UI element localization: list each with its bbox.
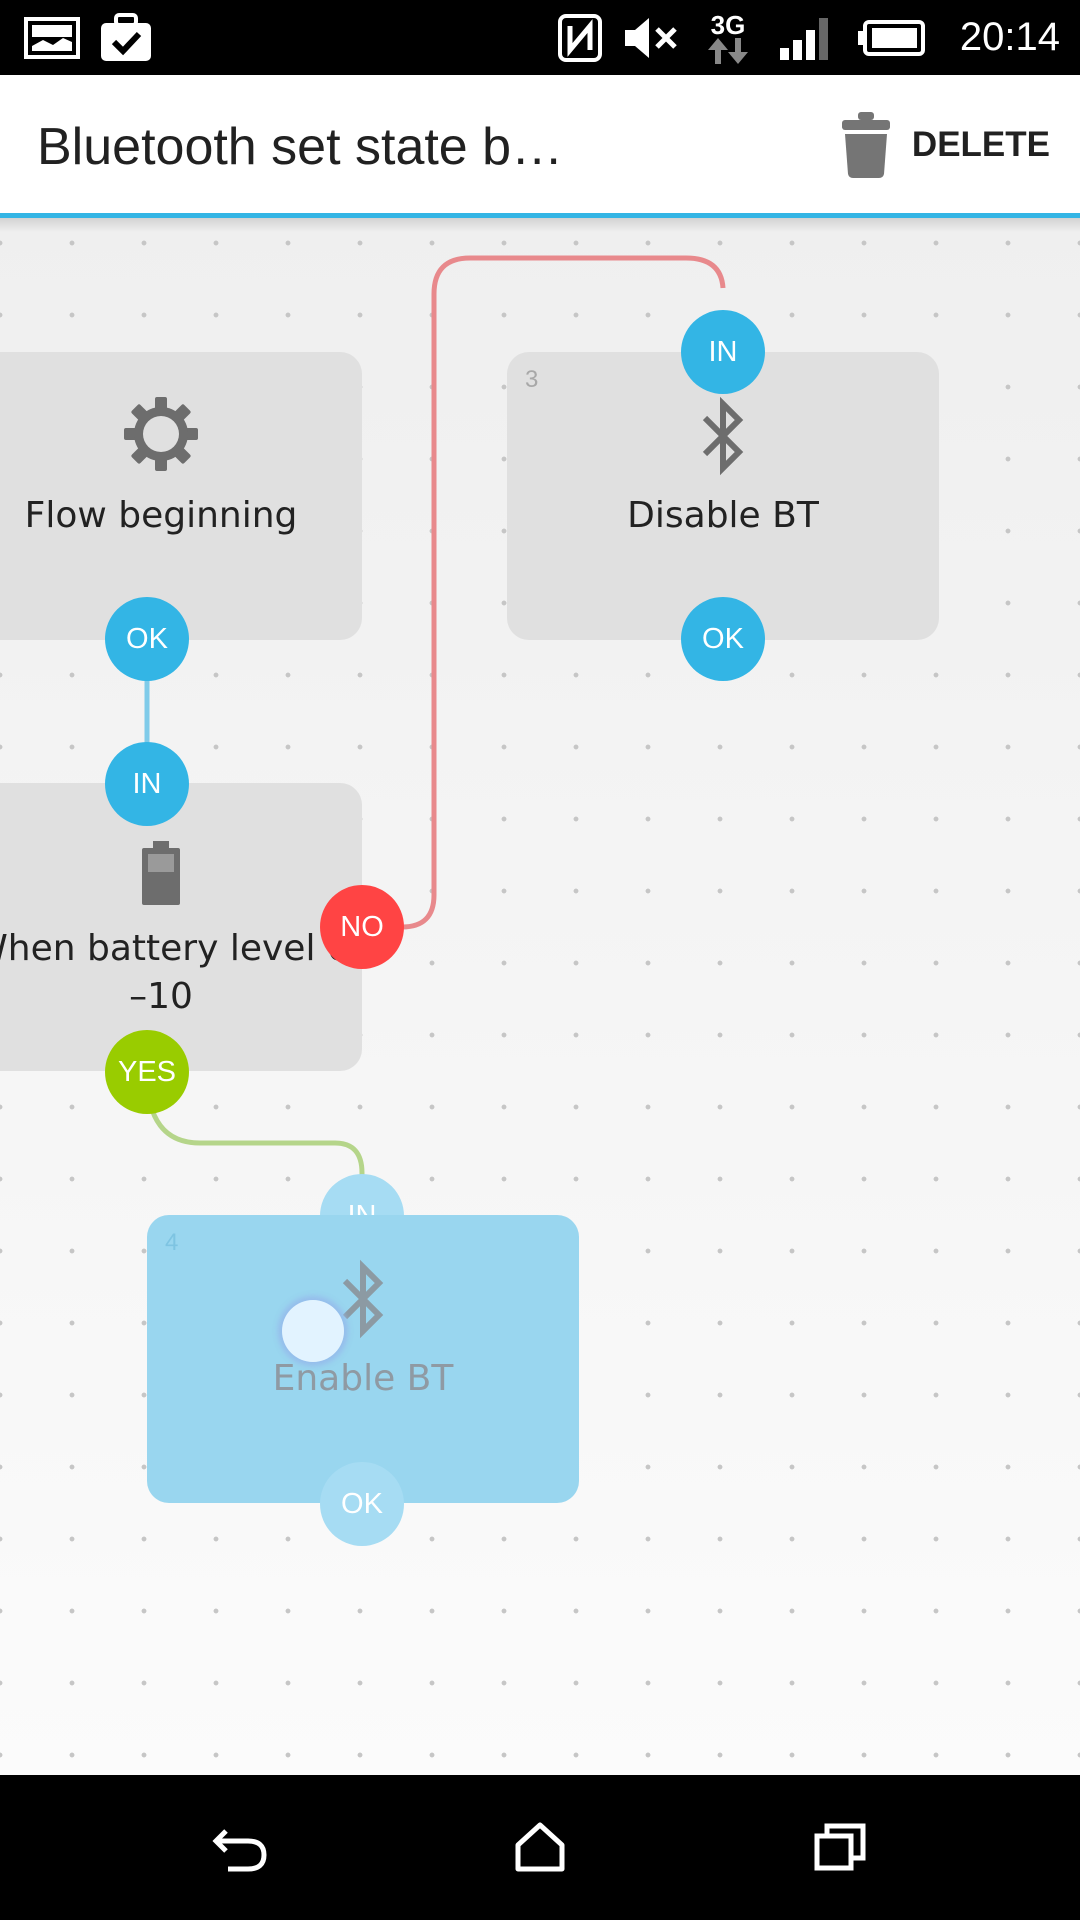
port-ok-flow-beginning[interactable]: OK [105, 597, 189, 681]
node-label: Flow beginning [24, 495, 298, 536]
port-in-battery-level[interactable]: IN [105, 742, 189, 826]
network-3g-icon: 3G [700, 0, 756, 75]
port-yes-battery-level[interactable]: YES [105, 1030, 189, 1114]
port-ok-enable-bt[interactable]: OK [320, 1462, 404, 1546]
bluetooth-icon [147, 1259, 579, 1339]
mute-icon [620, 0, 682, 75]
node-battery-level[interactable]: When battery level 0 –10 [0, 783, 362, 1071]
bluetooth-icon [507, 396, 939, 476]
battery-icon [0, 841, 362, 907]
status-time: 20:14 [959, 15, 1060, 59]
back-icon [212, 1829, 267, 1872]
port-in-disable-bt[interactable]: IN [681, 310, 765, 394]
recents-button[interactable] [790, 1797, 890, 1897]
wire-battery-no-to-disable-bt [401, 255, 726, 930]
port-ok-disable-bt[interactable]: OK [681, 597, 765, 681]
network-type-label: 3G [710, 9, 746, 40]
page-title: Bluetooth set state b… [37, 118, 564, 176]
home-icon [515, 1822, 565, 1872]
node-enable-bt[interactable]: 4 Enable BT [147, 1215, 579, 1503]
battery-icon [856, 0, 928, 75]
node-label: Enable BT [272, 1358, 454, 1399]
node-label-line2: –10 [129, 976, 193, 1017]
node-label-line1: When battery level 0 [0, 928, 350, 969]
node-flow-beginning[interactable]: Flow beginning [0, 352, 362, 640]
task-done-notification-icon [98, 0, 154, 75]
touch-indicator [282, 1300, 344, 1362]
node-number: 3 [525, 366, 539, 393]
nfc-icon [556, 0, 604, 75]
app-bar-accent-line [0, 213, 1080, 218]
flow-canvas[interactable]: Flow beginning OK 3 Disable BT IN OK Whe… [0, 218, 1080, 1775]
signal-icon [776, 0, 840, 75]
gallery-notification-icon [22, 0, 82, 75]
app-bar-shadow [0, 218, 1080, 232]
gear-icon [0, 394, 362, 474]
back-button[interactable] [190, 1797, 290, 1897]
navigation-bar [0, 1775, 1080, 1920]
trash-icon [841, 112, 890, 178]
port-no-battery-level[interactable]: NO [320, 885, 404, 969]
status-bar: 3G 20:14 [0, 0, 1080, 75]
home-button[interactable] [490, 1797, 590, 1897]
delete-button[interactable]: DELETE [840, 105, 1050, 185]
recents-icon [814, 1823, 866, 1871]
app-bar: Bluetooth set state b… DELETE [0, 75, 1080, 215]
delete-label: DELETE [911, 125, 1050, 164]
node-disable-bt[interactable]: 3 Disable BT [507, 352, 939, 640]
node-label: Disable BT [627, 495, 819, 536]
node-number: 4 [165, 1229, 179, 1256]
